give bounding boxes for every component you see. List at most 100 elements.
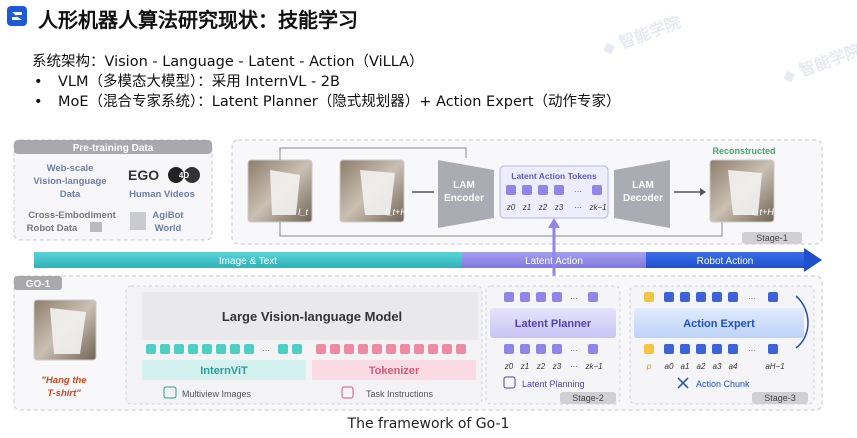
svg-text:z3: z3 bbox=[554, 203, 564, 212]
stage3-tag bbox=[752, 392, 808, 404]
svg-text:z3: z3 bbox=[552, 362, 562, 371]
latent-planning-label: Latent Planning bbox=[522, 379, 585, 389]
instruction-text-2: T-shirt" bbox=[47, 388, 81, 399]
band-image-text bbox=[34, 252, 462, 268]
pretraining-header bbox=[14, 140, 212, 154]
tshirt-shape bbox=[728, 170, 762, 215]
svg-text:z2: z2 bbox=[538, 203, 548, 212]
svg-text:z0: z0 bbox=[506, 203, 516, 212]
svg-text:a4: a4 bbox=[729, 362, 738, 371]
frame-tH-label: I_t+H bbox=[385, 207, 407, 217]
stage1-label: Stage-1 bbox=[756, 233, 788, 243]
band-image-text-label: Image & Text bbox=[219, 256, 277, 267]
bullet-dot: • bbox=[34, 94, 43, 110]
svg-text:a0: a0 bbox=[665, 362, 674, 371]
tokenizer-label: Tokenizer bbox=[369, 365, 420, 377]
latent-planner bbox=[490, 308, 616, 338]
bullet-moe: • MoE（混合专家系统）：Latent Planner（隐式规划器）+ Act… bbox=[32, 92, 621, 112]
action-expert-label: Action Expert bbox=[683, 318, 755, 330]
svg-text:···: ··· bbox=[570, 346, 578, 355]
band-robot-action-label: Robot Action bbox=[697, 256, 754, 267]
lam-encoder-label-1: LAM bbox=[453, 180, 475, 191]
planner-token-symbols: z0 z1 z2 z3 ··· zk−1 bbox=[504, 362, 603, 371]
internvit-token-row: ··· bbox=[146, 344, 302, 355]
bullet-moe-text: MoE（混合专家系统）：Latent Planner（隐式规划器）+ Actio… bbox=[58, 94, 621, 110]
tshirt-shape bbox=[270, 170, 300, 215]
agibot-label-2: World bbox=[155, 223, 182, 234]
band-robot-action bbox=[646, 252, 804, 268]
action-chunk-label: Action Chunk bbox=[696, 379, 750, 389]
svg-text:z0: z0 bbox=[504, 362, 514, 371]
lam-encoder bbox=[438, 160, 494, 228]
cross-embodiment-label-1: Cross-Embodiment bbox=[28, 210, 116, 221]
svg-text:···: ··· bbox=[748, 346, 756, 355]
svg-text:zk−1: zk−1 bbox=[588, 203, 606, 212]
action-expert bbox=[634, 308, 804, 338]
svg-text:···: ··· bbox=[574, 187, 582, 196]
ego4d-circle-icon bbox=[168, 167, 184, 183]
band-arrowhead bbox=[804, 248, 822, 272]
latent-token-symbols: z0 z1 z2 z3 ··· zk−1 bbox=[506, 203, 607, 212]
frame-connector bbox=[279, 147, 467, 160]
planning-icon bbox=[503, 376, 516, 389]
lvlm-panel bbox=[142, 292, 478, 340]
svg-text:z1: z1 bbox=[522, 203, 531, 212]
agibot-label-1: AgiBot bbox=[152, 210, 184, 221]
ego-logo-text: EGO bbox=[128, 167, 159, 183]
svg-text:a1: a1 bbox=[681, 362, 690, 371]
stage3-label: Stage-3 bbox=[764, 393, 796, 403]
stage2-tag bbox=[560, 392, 616, 404]
planner-top-token-row: ··· bbox=[504, 292, 598, 303]
reconstructed-label: Reconstructed bbox=[712, 146, 775, 156]
brand-logo-icon bbox=[7, 6, 27, 26]
bullet-dot: • bbox=[34, 74, 43, 90]
svg-text:···: ··· bbox=[570, 362, 578, 371]
lvlm-title: Large Vision-language Model bbox=[222, 309, 402, 324]
multiview-label: Multiview Images bbox=[182, 389, 252, 399]
svg-text:z2: z2 bbox=[536, 362, 546, 371]
web-scale-label-1: Web-scale bbox=[47, 163, 94, 174]
instruction-text-1: "Hang the bbox=[41, 375, 87, 386]
ego4d-circle-icon bbox=[184, 167, 200, 183]
building-icon bbox=[130, 212, 146, 230]
frame-t-label: I_t bbox=[298, 207, 309, 217]
tokenizer-box bbox=[312, 360, 476, 380]
svg-text:z1: z1 bbox=[520, 362, 529, 371]
tokenizer-token-row bbox=[316, 344, 466, 354]
planner-bottom-token-row: ··· bbox=[504, 344, 598, 355]
bullet-list: 系统架构：Vision - Language - Latent - Action… bbox=[32, 52, 621, 112]
latent-token-row: ··· bbox=[506, 185, 602, 196]
svg-text:aH−1: aH−1 bbox=[765, 362, 784, 371]
lam-encoder-label-2: Encoder bbox=[444, 193, 484, 204]
tshirt-shape bbox=[360, 170, 395, 215]
internvit-label: InternViT bbox=[200, 365, 248, 377]
bullet-vlm-text: VLM（多模态大模型）：采用 InternVL - 2B bbox=[58, 74, 340, 90]
human-videos-label: Human Videos bbox=[129, 189, 195, 200]
stage2-label: Stage-2 bbox=[572, 393, 604, 403]
svg-text:···: ··· bbox=[570, 294, 578, 303]
robot-arm-icon bbox=[677, 377, 689, 389]
action-top-token-row: ··· bbox=[644, 292, 778, 303]
latent-tokens-title: Latent Action Tokens bbox=[511, 171, 597, 181]
ego-4d-text: 4D bbox=[179, 171, 189, 180]
action-bottom-token-row: ··· bbox=[644, 344, 778, 355]
reconstructed-frame-label: I_t+H bbox=[752, 207, 774, 217]
pretraining-title: Pre-training Data bbox=[73, 143, 154, 154]
web-scale-label-2: Vision-language bbox=[33, 176, 106, 187]
svg-text:zk−1: zk−1 bbox=[584, 362, 602, 371]
page-title: 人形机器人算法研究现状：技能学习 bbox=[38, 8, 358, 32]
bullet-architecture-text: 系统架构：Vision - Language - Latent - Action… bbox=[32, 54, 424, 70]
internvit-box bbox=[142, 360, 306, 380]
svg-text:a3: a3 bbox=[713, 362, 722, 371]
bullet-vlm: • VLM（多模态大模型）：采用 InternVL - 2B bbox=[32, 72, 621, 92]
lam-decoder-label-1: LAM bbox=[632, 180, 654, 191]
frame-connector-bottom bbox=[279, 222, 723, 237]
bullet-architecture: 系统架构：Vision - Language - Latent - Action… bbox=[32, 52, 621, 72]
web-scale-label-3: Data bbox=[60, 189, 81, 200]
text-icon bbox=[341, 386, 354, 399]
go1-tag bbox=[14, 276, 62, 290]
action-token-symbols: p a0 a1 a2 a3 a4 aH−1 bbox=[646, 362, 785, 371]
latent-planner-label: Latent Planner bbox=[515, 318, 592, 330]
cross-embodiment-label-2: Robot Data bbox=[27, 223, 78, 234]
